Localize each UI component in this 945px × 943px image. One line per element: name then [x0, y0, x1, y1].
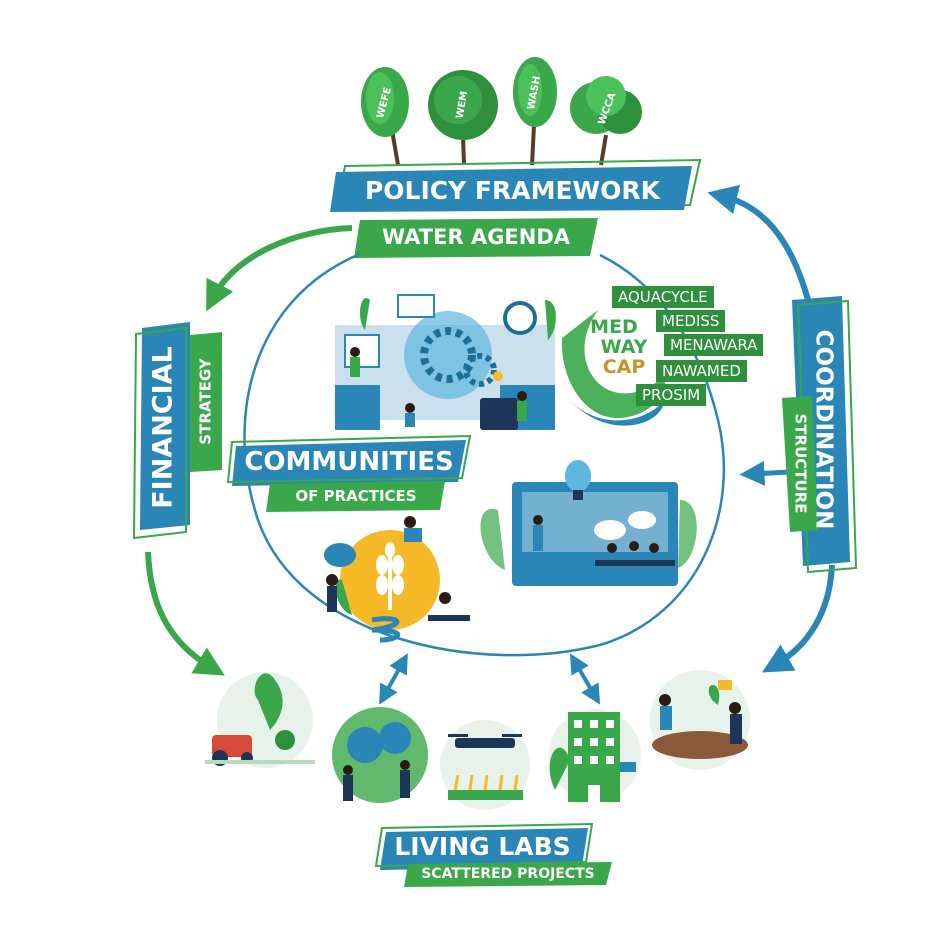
medwaycap-line-1: MED — [590, 316, 638, 338]
arrow-financial-to-living-labs — [145, 551, 225, 676]
project-label-menawara: MENAWARA — [664, 334, 764, 356]
living-labs-subtitle: SCATTERED PROJECTS — [421, 866, 595, 882]
financial-banner — [132, 322, 222, 540]
project-label-prosim: PROSIM — [636, 384, 707, 406]
coordination-title: COORDINATION — [810, 329, 837, 530]
arrow-coordination-to-policy — [707, 184, 811, 301]
financial-title: FINANCIAL — [147, 346, 179, 509]
coordination-subtitle: STRUCTURE — [791, 413, 810, 514]
communities-ring — [243, 252, 726, 657]
communities-title: COMMUNITIES — [244, 447, 454, 477]
coordination-banner — [782, 296, 858, 574]
tree-wem — [428, 70, 498, 166]
water-agenda-subtitle: WATER AGENDA — [381, 225, 571, 249]
arrow-communities-living-labs-right — [569, 653, 601, 705]
wheat-sun-illustration — [324, 516, 470, 643]
meeting-illustration — [480, 460, 697, 586]
arrow-coordination-to-communities — [739, 460, 791, 486]
tree-wefe — [361, 67, 409, 166]
arrow-coordination-to-living-labs — [761, 564, 835, 673]
water-agenda-banner — [354, 218, 598, 258]
tree-wcca — [570, 76, 642, 166]
financial-subtitle: STRATEGY — [196, 358, 215, 445]
living-lab-farm — [205, 672, 315, 768]
arrow-policy-to-financial — [206, 225, 353, 312]
living-labs-banner — [374, 822, 612, 887]
medwaycap-line-2: WAY — [600, 336, 648, 358]
living-lab-building — [549, 709, 641, 802]
tree-wash — [513, 57, 557, 166]
communities-subtitle: OF PRACTICES — [295, 487, 417, 505]
policy-framework-title: POLICY FRAMEWORK — [364, 176, 661, 205]
living-lab-planting — [650, 670, 750, 770]
project-label-mediss: MEDISS — [656, 310, 726, 332]
project-label-aquacycle: AQUACYCLE — [612, 286, 714, 308]
project-label-nawamed: NAWAMED — [656, 360, 747, 382]
living-lab-puzzle — [332, 707, 428, 803]
living-lab-drone-field — [440, 720, 530, 810]
communities-banner — [226, 434, 472, 512]
living-labs-title: LIVING LABS — [394, 832, 571, 861]
arrow-communities-living-labs-left — [379, 653, 408, 705]
medwaycap-line-3: CAP — [602, 356, 646, 378]
gears-teamwork-illustration — [335, 294, 556, 430]
policy-framework-banner — [330, 158, 702, 212]
